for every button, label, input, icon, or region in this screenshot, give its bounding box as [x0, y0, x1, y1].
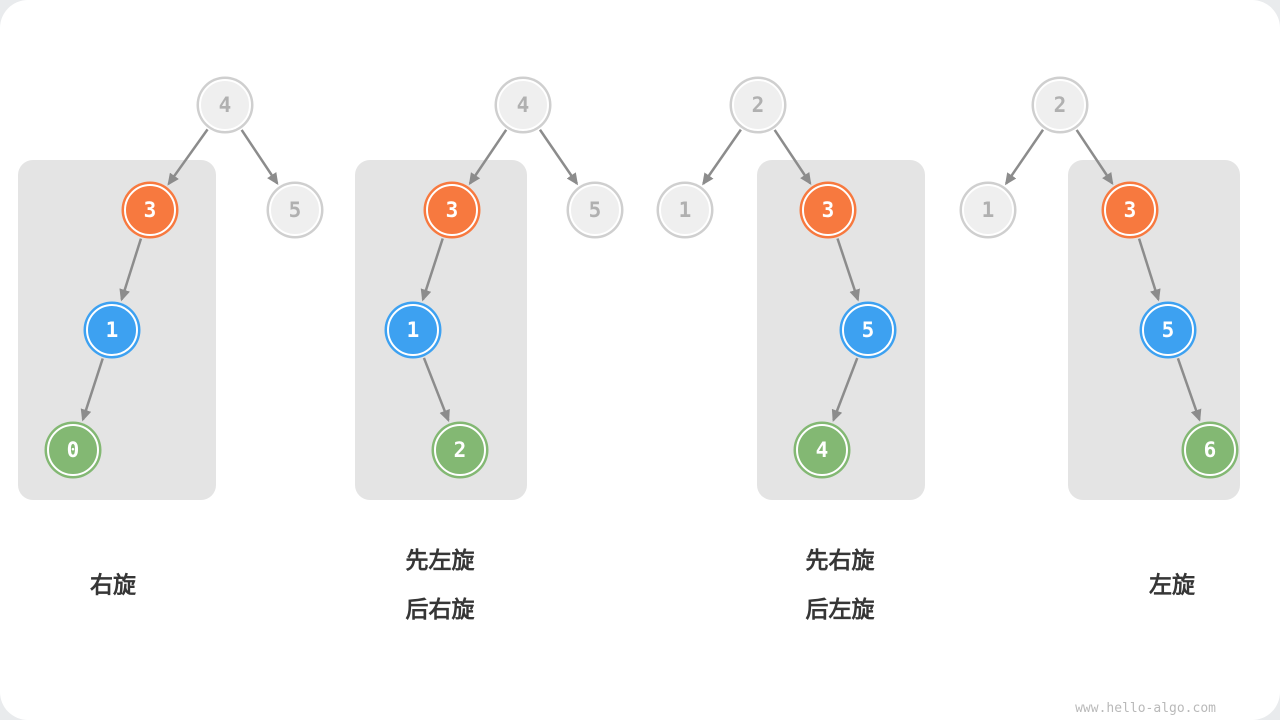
- tree-node-gray: 5: [569, 184, 621, 236]
- tree-node-green: 6: [1184, 424, 1236, 476]
- rotation-label-line: 右旋: [90, 571, 136, 598]
- rotation-label: 先右旋后左旋: [806, 536, 875, 634]
- rotation-label: 左旋: [1149, 561, 1195, 610]
- tree-edge-arrow: [538, 129, 579, 186]
- watermark: www.hello-algo.com: [1075, 701, 1216, 716]
- tree-edge-arrow: [1004, 129, 1045, 186]
- tree-edge-arrow: [240, 129, 279, 186]
- tree-node-blue: 1: [86, 304, 138, 356]
- rotation-label-line: 后左旋: [805, 596, 875, 622]
- tree-node-green: 2: [434, 424, 486, 476]
- tree-node-blue: 1: [387, 304, 439, 356]
- tree-node-gray: 4: [199, 79, 251, 131]
- tree-node-orange: 3: [426, 184, 478, 236]
- tree-node-orange: 3: [802, 184, 854, 236]
- tree-node-gray: 2: [1034, 79, 1086, 131]
- tree-node-blue: 5: [1142, 304, 1194, 356]
- rotation-label-line: 左旋: [1149, 571, 1195, 598]
- tree-node-gray: 1: [659, 184, 711, 236]
- rotation-label-line: 先右旋: [805, 547, 875, 573]
- tree-node-gray: 2: [732, 79, 784, 131]
- tree-node-gray: 4: [497, 79, 549, 131]
- tree-node-orange: 3: [1104, 184, 1156, 236]
- tree-edge-arrow: [702, 128, 742, 186]
- rotation-label-line: 先左旋: [405, 547, 475, 573]
- rotation-label-line: 后右旋: [405, 596, 475, 622]
- rotation-label: 右旋: [90, 561, 136, 610]
- tree-node-orange: 3: [124, 184, 176, 236]
- tree-node-gray: 1: [962, 184, 1014, 236]
- tree-node-green: 4: [796, 424, 848, 476]
- rotation-label: 先左旋后右旋: [406, 536, 475, 634]
- tree-node-blue: 5: [842, 304, 894, 356]
- tree-node-green: 0: [47, 424, 99, 476]
- tree-node-gray: 5: [269, 184, 321, 236]
